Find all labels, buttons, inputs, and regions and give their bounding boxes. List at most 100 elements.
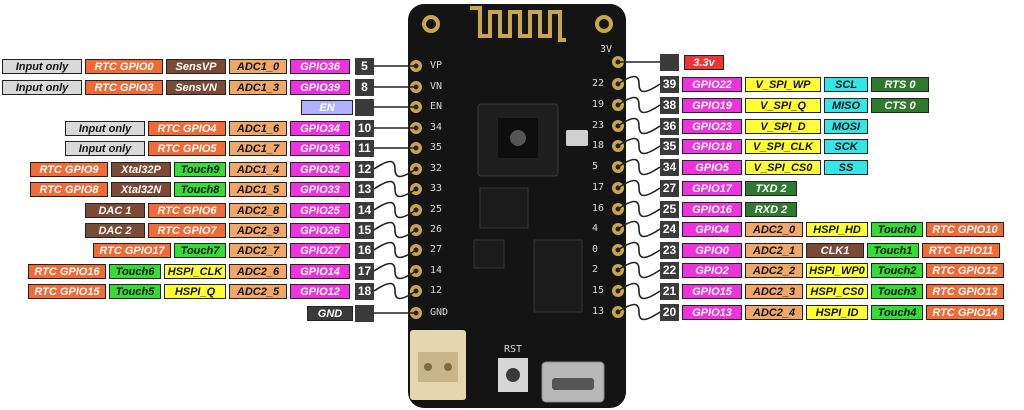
silk-pin-label: 18 — [592, 140, 605, 151]
right-label-touch: Touch3 — [871, 284, 923, 299]
left-label-hspi: HSPI_CLK — [164, 264, 226, 279]
silk-pin-label: 33 — [430, 183, 443, 194]
left-pin-number: 5 — [355, 58, 374, 75]
left-label-sens: SensVN — [166, 80, 226, 95]
left-label-gpio: GPIO32 — [290, 162, 350, 177]
usb-serial-chip — [533, 239, 583, 313]
right-label-rtc: RTC GPIO13 — [926, 284, 1004, 299]
left-label-input_only: Input only — [2, 80, 82, 95]
left-label-touch: Touch8 — [174, 182, 226, 197]
right-label-spi_alias: SCK — [824, 139, 868, 154]
silk-pin-label: 15 — [592, 285, 605, 296]
right-label-gpio: GPIO0 — [682, 243, 742, 258]
right-pin-number: 36 — [660, 118, 679, 135]
left-label-input_only: Input only — [65, 121, 145, 136]
left-label-touch: Touch6 — [109, 264, 161, 279]
silk-pin-label: 22 — [592, 78, 605, 89]
signal-wave-icon — [617, 117, 661, 135]
right-label-uart_alt: RTS 0 — [871, 77, 929, 92]
signal-wave-icon — [373, 160, 417, 178]
right-label-hspi: HSPI_CS0 — [806, 284, 868, 299]
right-label-gpio: GPIO5 — [682, 160, 742, 175]
right-label-adc: ADC2_0 — [745, 222, 803, 237]
right-label-gpio: GPIO22 — [682, 77, 742, 92]
right-label-touch: Touch4 — [871, 305, 923, 320]
signal-wave-icon — [373, 201, 417, 219]
right-label-spi_alias: SS — [824, 160, 868, 175]
left-label-touch: Touch9 — [174, 162, 226, 177]
right-label-vspi: V_SPI_Q — [745, 98, 821, 113]
signal-wave-icon — [373, 221, 417, 239]
left-label-input_only: Input only — [65, 141, 145, 156]
signal-wave-icon — [617, 241, 661, 259]
right-connector-box — [660, 54, 679, 71]
left-label-adc: ADC2_9 — [229, 223, 287, 238]
left-pin-number: 11 — [355, 140, 374, 157]
left-pin-number: 13 — [355, 181, 374, 198]
right-label-txd: TXD 2 — [745, 181, 797, 196]
signal-wave-icon — [373, 241, 417, 259]
crystal-component — [566, 130, 588, 146]
left-pin-number: 18 — [355, 283, 374, 300]
left-label-adc: ADC2_6 — [229, 264, 287, 279]
right-label-clk: CLK1 — [806, 243, 864, 258]
right-label-rtc: RTC GPIO12 — [926, 263, 1004, 278]
right-pin-number: 23 — [660, 242, 679, 259]
left-label-adc: ADC2_5 — [229, 284, 287, 299]
left-label-touch: Touch7 — [174, 243, 226, 258]
right-label-vspi: V_SPI_CLK — [745, 139, 821, 154]
silk-rst: RST — [504, 344, 523, 355]
silk-pin-label: 16 — [592, 203, 605, 214]
right-label-gpio: GPIO16 — [682, 202, 742, 217]
silk-pin-label: 26 — [430, 224, 443, 235]
left-pin-number: 8 — [355, 79, 374, 96]
silk-pin-label: VN — [430, 81, 443, 92]
right-label-spi_alias: SCL — [824, 77, 868, 92]
left-label-gpio: GPIO12 — [290, 284, 350, 299]
right-label-vspi: V_SPI_WP — [745, 77, 821, 92]
right-label-gpio: GPIO19 — [682, 98, 742, 113]
silk-pin-label: 19 — [592, 99, 605, 110]
right-label-rtc: RTC GPIO10 — [926, 222, 1004, 237]
signal-wave-icon — [617, 96, 661, 114]
left-label-input_only: Input only — [2, 59, 82, 74]
left-label-rtc: RTC GPIO7 — [148, 223, 226, 238]
silk-pin-label: 25 — [430, 204, 443, 215]
right-label-gpio: GPIO18 — [682, 139, 742, 154]
right-label-adc: ADC2_4 — [745, 305, 803, 320]
right-label-gpio: GPIO23 — [682, 119, 742, 134]
right-pin-number: 20 — [660, 304, 679, 321]
right-label-spi_alias: MISO — [824, 98, 868, 113]
signal-wave-icon — [617, 200, 661, 218]
signal-wave-icon — [373, 282, 417, 300]
left-label-gpio: GPIO39 — [290, 80, 350, 95]
left-connector-box — [355, 99, 374, 116]
silk-pin-label: 4 — [592, 223, 599, 234]
right-pin-number: 22 — [660, 262, 679, 279]
signal-wave-icon — [617, 261, 661, 279]
silk-pin-label: 2 — [592, 264, 599, 275]
left-label-rtc: RTC GPIO9 — [30, 162, 108, 177]
left-label-rtc: RTC GPIO3 — [85, 80, 163, 95]
left-label-adc: ADC1_3 — [229, 80, 287, 95]
right-pin-number: 35 — [660, 138, 679, 155]
left-label-dac: DAC 2 — [85, 223, 145, 238]
right-label-touch: Touch0 — [871, 222, 923, 237]
left-label-rtc: RTC GPIO17 — [93, 243, 171, 258]
left-label-gpio: GPIO26 — [290, 223, 350, 238]
left-label-adc: ADC2_8 — [229, 203, 287, 218]
left-label-adc: ADC1_0 — [229, 59, 287, 74]
signal-wave-icon — [617, 303, 661, 321]
right-label-hspi: HSPI_ID — [806, 305, 868, 320]
left-label-rtc: RTC GPIO15 — [28, 284, 106, 299]
silk-pin-label: VP — [430, 60, 443, 71]
right-label-uart_alt: CTS 0 — [871, 98, 929, 113]
silk-plus: + — [421, 329, 428, 340]
left-label-rtc: RTC GPIO16 — [28, 264, 106, 279]
right-pin-number: 21 — [660, 283, 679, 300]
silk-pin-label: 34 — [430, 122, 443, 133]
silk-pin-label: 12 — [430, 285, 443, 296]
left-label-gpio: GPIO33 — [290, 182, 350, 197]
right-label-txd: RXD 2 — [745, 202, 797, 217]
